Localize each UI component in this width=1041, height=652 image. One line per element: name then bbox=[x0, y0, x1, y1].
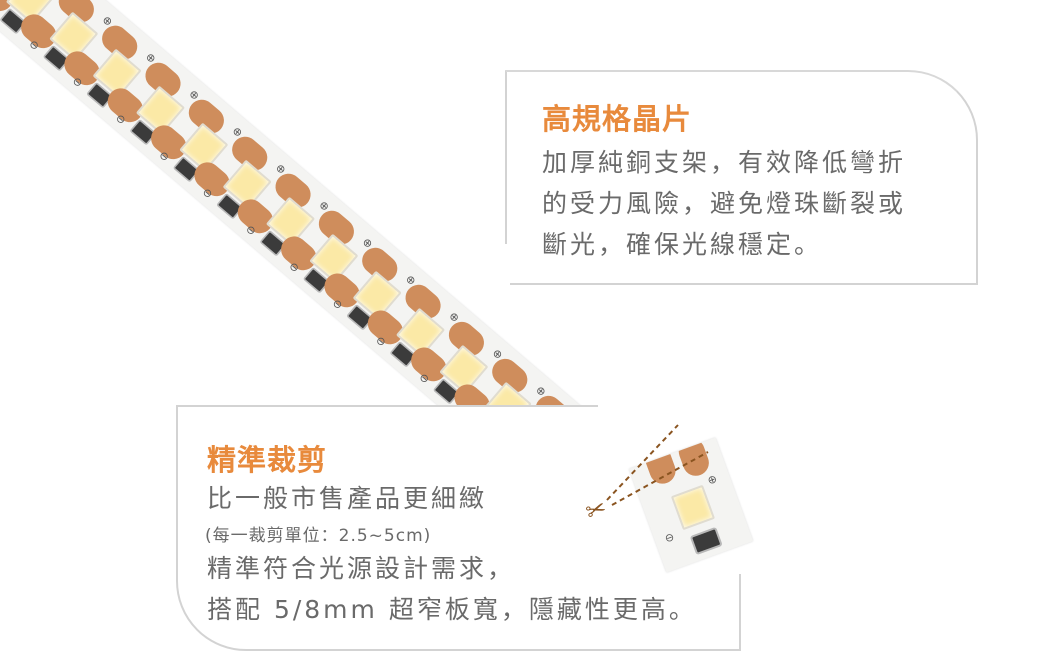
feature-desc-cutting-1: 比一般市售產品更細緻 bbox=[207, 484, 488, 513]
feature-line: 精準符合光源設計需求， bbox=[207, 554, 516, 583]
feature-line: 的受力風險，避免燈珠斷裂或 bbox=[542, 189, 907, 218]
feature-line: 搭配 5/8mm 超窄板寬，隱藏性更高。 bbox=[207, 595, 697, 624]
feature-desc-cutting-2: 精準符合光源設計需求， 搭配 5/8mm 超窄板寬，隱藏性更高。 bbox=[207, 548, 697, 630]
feature-line: 加厚純銅支架，有效降低彎折 bbox=[542, 148, 907, 177]
feature-card-cutting bbox=[176, 404, 748, 651]
feature-card-chip bbox=[504, 70, 978, 289]
feature-line: 斷光，確保光線穩定。 bbox=[542, 230, 823, 259]
feature-title-cutting: 精準裁剪 bbox=[207, 443, 328, 477]
cut-unit-note: (每一裁剪單位：2.5~5cm) bbox=[205, 526, 432, 546]
feature-title-chip: 高規格晶片 bbox=[542, 102, 693, 136]
feature-desc-chip: 加厚純銅支架，有效降低彎折 的受力風險，避免燈珠斷裂或 斷光，確保光線穩定。 bbox=[542, 142, 906, 265]
